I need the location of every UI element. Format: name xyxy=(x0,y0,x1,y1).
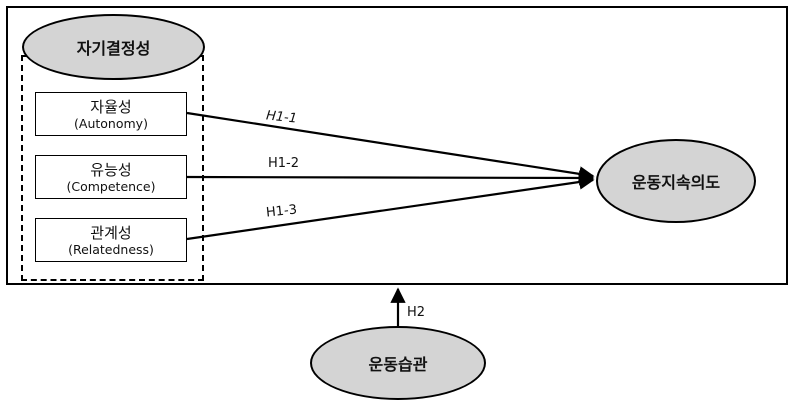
self-determination-node: 자기결정성 xyxy=(22,14,205,80)
competence-label-en: (Competence) xyxy=(66,178,156,194)
arrow-h1-2 xyxy=(186,170,595,186)
autonomy-box: 자율성 (Autonomy) xyxy=(35,92,187,136)
exercise-intention-label: 운동지속의도 xyxy=(631,173,721,192)
path-label-h1-3: H1-3 xyxy=(265,202,298,221)
exercise-intention-node: 운동지속의도 xyxy=(596,139,756,223)
relatedness-label-ko: 관계성 xyxy=(90,223,132,242)
arrow-h1-1 xyxy=(186,111,595,182)
path-label-h1-1: H1-1 xyxy=(265,108,298,127)
path-label-h1-2: H1-2 xyxy=(268,156,300,171)
self-determination-label: 자기결정성 xyxy=(76,39,151,58)
relatedness-box: 관계성 (Relatedness) xyxy=(35,218,187,262)
autonomy-label-ko: 자율성 xyxy=(90,97,132,116)
arrow-h1-3 xyxy=(186,174,595,241)
exercise-habit-label: 운동습관 xyxy=(368,355,428,374)
competence-box: 유능성 (Competence) xyxy=(35,155,187,199)
exercise-habit-node: 운동습관 xyxy=(310,326,486,400)
relatedness-label-en: (Relatedness) xyxy=(68,241,154,257)
autonomy-label-en: (Autonomy) xyxy=(74,115,148,131)
path-label-h2: H2 xyxy=(407,305,426,320)
model-frame xyxy=(6,6,788,285)
competence-label-ko: 유능성 xyxy=(90,160,132,179)
